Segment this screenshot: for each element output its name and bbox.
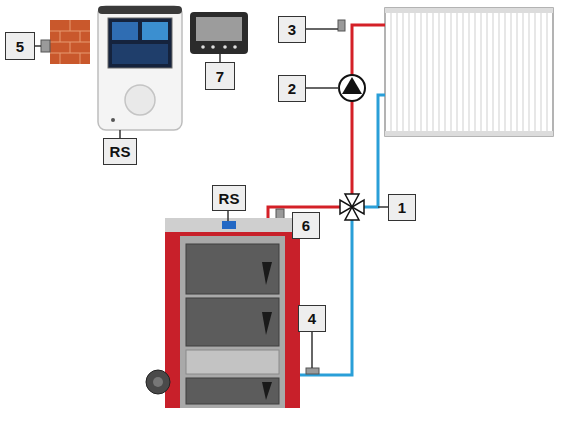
callout-number: RS [110, 144, 131, 159]
supply-pipe [268, 25, 385, 218]
boiler [146, 211, 300, 408]
room-panel [190, 12, 248, 62]
mixing-valve [340, 194, 388, 220]
radiator [385, 8, 553, 136]
callout-box: 5 [5, 32, 35, 60]
callout-number: 2 [288, 81, 296, 96]
callout-box: 4 [298, 305, 326, 332]
callout-number: 1 [398, 200, 406, 215]
callout-box: 1 [388, 194, 416, 221]
leader-line [311, 332, 313, 368]
brick-wall [35, 20, 90, 64]
leader-line [306, 28, 338, 30]
pipe-sensor [306, 368, 319, 374]
callout-box: 7 [205, 62, 235, 90]
pump-symbol [306, 75, 365, 101]
callout-number: 6 [302, 218, 310, 233]
callout-box: RS [212, 185, 246, 211]
callout-box: RS [103, 138, 137, 165]
callout-number: 3 [288, 22, 296, 37]
callout-number: RS [219, 191, 240, 206]
callout-box: 6 [292, 212, 320, 239]
callout-number: 7 [216, 69, 224, 84]
callout-box: 2 [278, 75, 306, 102]
callout-number: 5 [16, 39, 24, 54]
pipe-sensor [338, 20, 345, 31]
callout-box: 3 [278, 16, 306, 43]
controller [98, 6, 182, 138]
callout-number: 4 [308, 311, 316, 326]
